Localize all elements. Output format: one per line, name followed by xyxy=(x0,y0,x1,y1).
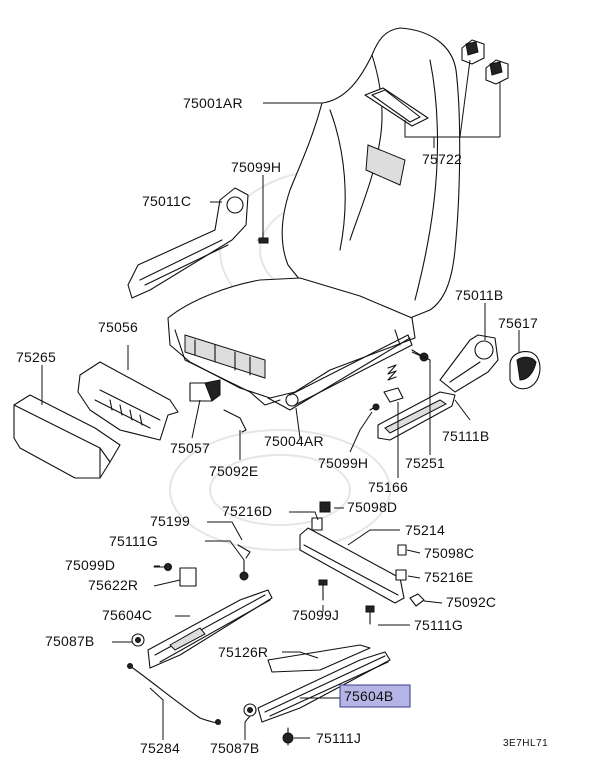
headrest-guides xyxy=(461,39,509,85)
label-75722[interactable]: 75722 xyxy=(422,151,462,167)
label-75265[interactable]: 75265 xyxy=(16,349,56,365)
label-75057[interactable]: 75057 xyxy=(170,440,210,456)
label-75111G-right[interactable]: 75111G xyxy=(414,617,463,633)
spring-75251 xyxy=(383,364,404,403)
label-75111J[interactable]: 75111J xyxy=(316,730,361,746)
label-75098C[interactable]: 75098C xyxy=(424,545,474,561)
slide-75126R xyxy=(267,644,371,673)
label-75099H-top[interactable]: 75099H xyxy=(231,159,281,175)
label-75099H-mid[interactable]: 75099H xyxy=(318,455,368,471)
panel-75265 xyxy=(13,394,121,479)
label-75216E[interactable]: 75216E xyxy=(424,569,473,585)
knob-75617 xyxy=(509,351,541,390)
seat-cushion xyxy=(167,277,416,411)
label-75251[interactable]: 75251 xyxy=(405,455,445,471)
bracket-75098C xyxy=(395,544,425,607)
bracket-75199 xyxy=(237,544,251,581)
clip-75092E xyxy=(223,409,247,433)
slide-75604C xyxy=(147,589,273,669)
part-labels: 75001AR 75722 75099H 75011C 75011B 75617… xyxy=(16,95,548,756)
label-75098D[interactable]: 75098D xyxy=(347,499,397,515)
label-75092E[interactable]: 75092E xyxy=(209,463,258,479)
label-75087B-left[interactable]: 75087B xyxy=(45,633,94,649)
rail-75214 xyxy=(299,527,405,604)
diagram-code: 3E7HL71 xyxy=(503,738,548,749)
label-75004AR[interactable]: 75004AR xyxy=(264,433,324,449)
side-cover-75011B xyxy=(439,334,499,393)
label-75617[interactable]: 75617 xyxy=(498,315,538,331)
clip-75057 xyxy=(189,379,221,402)
label-75092C[interactable]: 75092C xyxy=(446,594,496,610)
label-75111B[interactable]: 75111B xyxy=(442,428,489,444)
label-75099J[interactable]: 75099J xyxy=(292,607,339,623)
cover-75056 xyxy=(77,361,179,441)
label-75126R[interactable]: 75126R xyxy=(218,644,268,660)
label-75056[interactable]: 75056 xyxy=(98,319,138,335)
label-75604B[interactable]: 75604B xyxy=(344,688,393,704)
lever-75111B xyxy=(377,391,456,441)
label-75011B[interactable]: 75011B xyxy=(455,287,503,303)
seat-back xyxy=(281,27,461,319)
label-75622R[interactable]: 75622R xyxy=(88,577,138,593)
label-75166[interactable]: 75166 xyxy=(368,479,408,495)
nut-75087B-left xyxy=(131,633,145,647)
label-75087B-bottom[interactable]: 75087B xyxy=(210,740,259,756)
label-75011C[interactable]: 75011C xyxy=(142,193,191,209)
bolts-lower xyxy=(318,579,375,625)
clip-75622R xyxy=(179,567,197,587)
label-75284[interactable]: 75284 xyxy=(140,740,180,756)
leader-lines xyxy=(41,59,520,740)
label-75111G-left[interactable]: 75111G xyxy=(109,533,158,549)
cable-75284 xyxy=(127,663,221,725)
label-75199[interactable]: 75199 xyxy=(150,513,190,529)
label-75216D[interactable]: 75216D xyxy=(222,503,272,519)
side-cover-75011C xyxy=(127,187,249,299)
highlight-box xyxy=(339,684,411,708)
label-75099D[interactable]: 75099D xyxy=(65,557,115,573)
bolt-75099D xyxy=(153,563,172,571)
nut-75087B-bottom xyxy=(243,703,257,717)
bolt-75111J xyxy=(282,727,294,746)
label-75001AR[interactable]: 75001AR xyxy=(183,95,243,111)
label-75604C[interactable]: 75604C xyxy=(102,607,152,623)
label-75214[interactable]: 75214 xyxy=(405,522,445,538)
slide-75604B xyxy=(257,651,391,723)
